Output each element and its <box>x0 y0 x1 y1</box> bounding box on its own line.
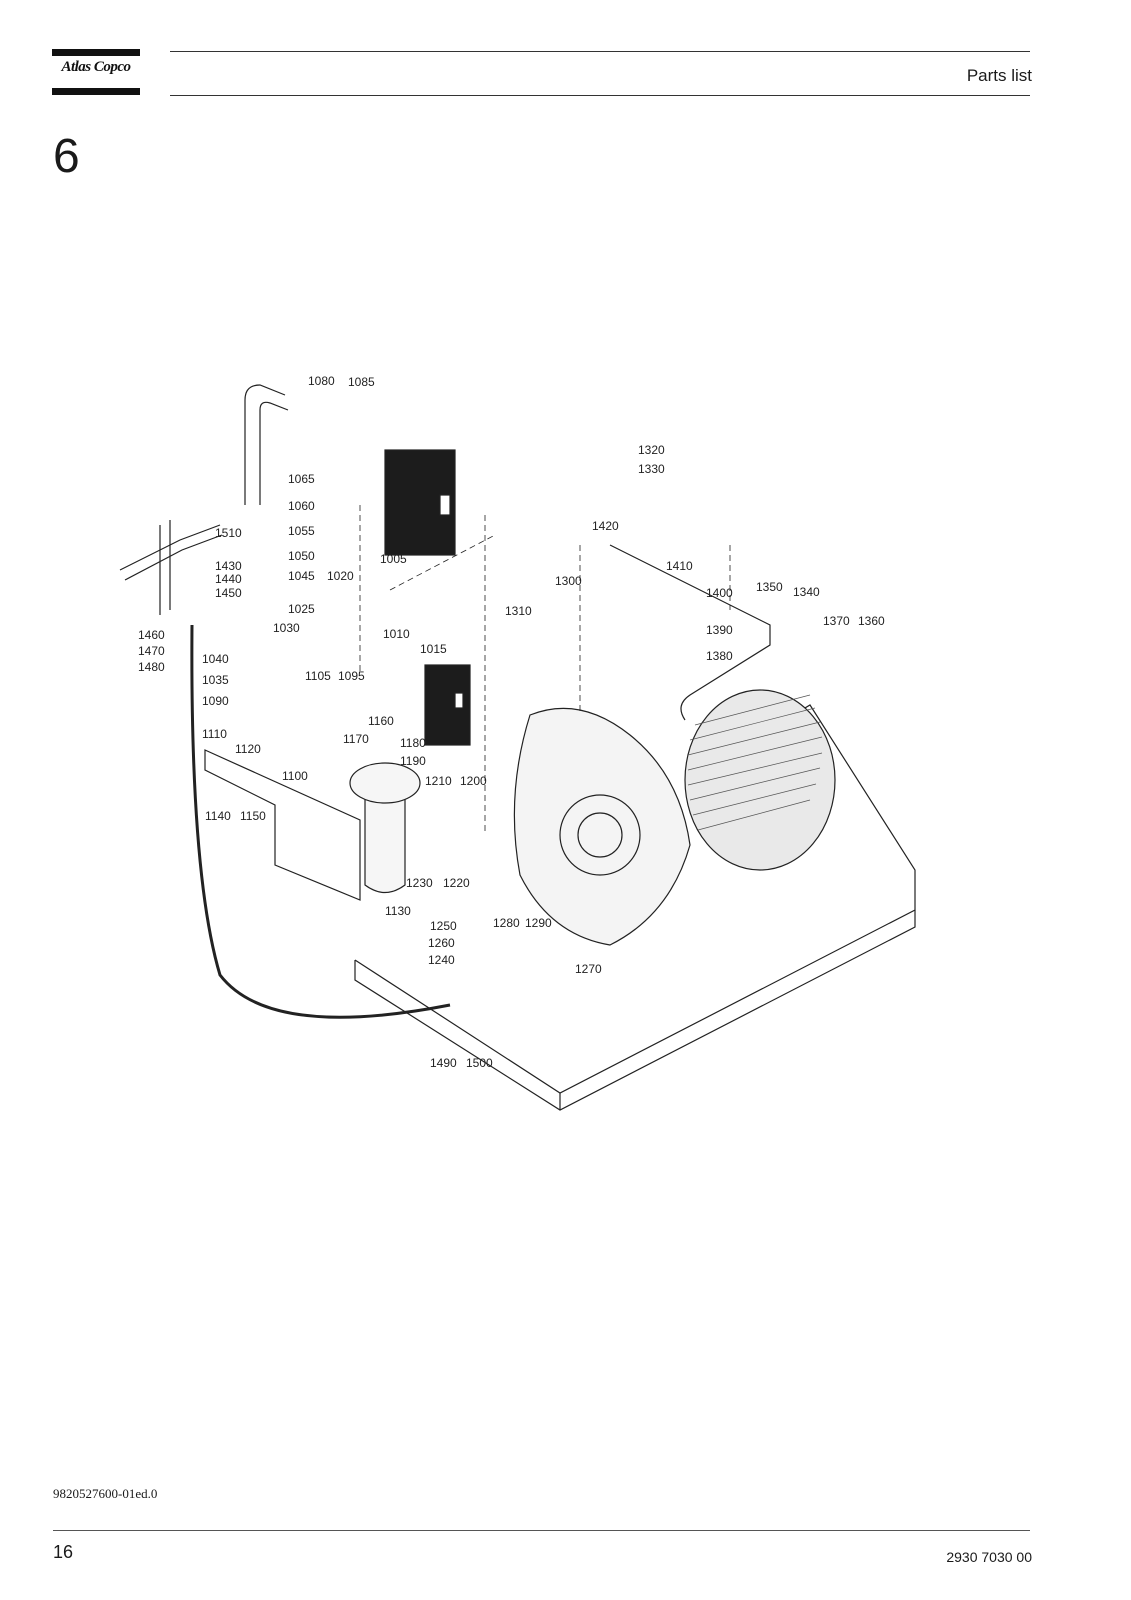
callout-label: 1025 <box>288 602 315 616</box>
callout-label: 1290 <box>525 916 552 930</box>
callout-label: 1065 <box>288 472 315 486</box>
callout-label: 1140 <box>205 809 231 823</box>
compressor-element <box>513 707 691 946</box>
logo-top-bar <box>52 49 140 56</box>
chapter-number: 6 <box>53 130 80 183</box>
exploded-parts-diagram: 1080 1085 1065 1060 1055 1050 1045 1025 1030… <box>119 375 916 1111</box>
callout-label: 1190 <box>400 754 426 768</box>
callout-label: 1105 <box>305 669 331 683</box>
callout-label: 1460 <box>138 628 165 642</box>
callout-label: 1470 <box>138 644 165 658</box>
mounting-plate <box>204 749 361 901</box>
callout-label: 1090 <box>202 694 229 708</box>
callout-label: 1200 <box>460 774 487 788</box>
callout-label: 1480 <box>138 660 165 674</box>
document-code: 9820527600-01ed.0 <box>53 1486 158 1501</box>
callout-label: 1030 <box>273 621 300 635</box>
callout-label: 1055 <box>288 524 315 538</box>
callout-label: 1160 <box>368 714 394 728</box>
oil-filter <box>364 795 406 894</box>
callout-label: 1120 <box>235 742 261 756</box>
callout-label: 1035 <box>202 673 229 687</box>
callout-label: 1045 <box>288 569 315 583</box>
pipe-right <box>609 544 771 721</box>
logo-bottom-bar <box>52 88 140 95</box>
pipe-vertical <box>244 384 286 505</box>
mounting-bracket <box>119 524 223 581</box>
callout-label: 1020 <box>327 569 354 583</box>
callout-label: 1430 <box>215 559 242 573</box>
callout-label: 1380 <box>706 649 733 663</box>
callout-label: 1340 <box>793 585 820 599</box>
callout-label: 1450 <box>215 586 242 600</box>
callout-label: 1310 <box>505 604 532 618</box>
callout-label: 1330 <box>638 462 665 476</box>
callout-label: 1280 <box>493 916 520 930</box>
callout-label: 1320 <box>638 443 665 457</box>
callout-label: 1300 <box>555 574 582 588</box>
callout-label: 1370 <box>823 614 850 628</box>
callout-label: 1080 <box>308 375 335 388</box>
callout-label: 1095 <box>338 669 365 683</box>
document-number: 2930 7030 00 <box>946 1549 1032 1565</box>
callout-label: 1220 <box>443 876 470 890</box>
cooler-upper <box>384 449 456 556</box>
callout-label: 1420 <box>592 519 619 533</box>
callout-label: 1350 <box>756 580 783 594</box>
callout-label: 1180 <box>400 736 426 750</box>
callout-label: 1060 <box>288 499 315 513</box>
diagram-callouts: 1080 1085 1065 1060 1055 1050 1045 1025 1030… <box>138 375 885 1070</box>
logo-wordmark: Atlas Copco <box>61 59 131 75</box>
callout-label: 1500 <box>466 1056 493 1070</box>
callout-label: 1360 <box>858 614 885 628</box>
callout-label: 1010 <box>383 627 410 641</box>
callout-label: 1040 <box>202 652 229 666</box>
motor-body <box>684 689 836 871</box>
callout-label: 1150 <box>240 809 266 823</box>
callout-label: 1490 <box>430 1056 457 1070</box>
flexible-hose <box>190 624 451 1019</box>
header-top-rule <box>170 51 1030 52</box>
callout-label: 1230 <box>406 876 433 890</box>
callout-label: 1510 <box>215 526 242 540</box>
callout-label: 1440 <box>215 572 242 586</box>
callout-label: 1170 <box>343 732 369 746</box>
callout-label: 1400 <box>706 586 733 600</box>
callout-label: 1210 <box>425 774 452 788</box>
callout-label: 1250 <box>430 919 457 933</box>
callout-label: 1270 <box>575 962 602 976</box>
header-title: Parts list <box>966 66 1032 85</box>
callout-label: 1015 <box>420 642 447 656</box>
footer-rule <box>53 1530 1030 1531</box>
callout-label: 1390 <box>706 623 733 637</box>
callout-label: 1260 <box>428 936 455 950</box>
callout-label: 1100 <box>282 769 308 783</box>
callout-label: 1005 <box>380 552 407 566</box>
callout-label: 1410 <box>666 559 693 573</box>
callout-label: 1240 <box>428 953 455 967</box>
callout-label: 1050 <box>288 549 315 563</box>
callout-label: 1110 <box>202 727 227 741</box>
callout-label: 1130 <box>385 904 411 918</box>
header-bottom-rule <box>170 95 1030 96</box>
atlas-copco-logo: Atlas Copco <box>52 49 140 95</box>
callout-label: 1085 <box>348 375 375 389</box>
page-number: 16 <box>53 1542 74 1562</box>
